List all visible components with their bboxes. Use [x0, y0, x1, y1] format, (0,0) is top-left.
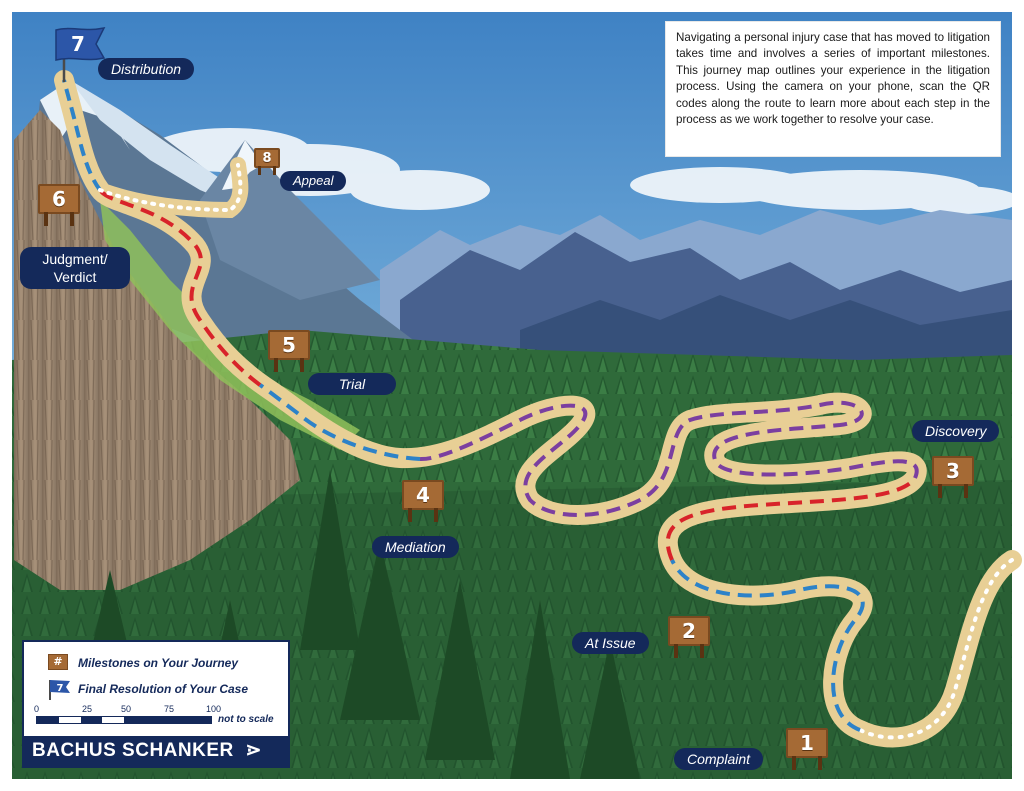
- milestone-sign-6: 6: [38, 184, 80, 228]
- scale-tick-50: 50: [121, 704, 132, 714]
- trail-segment-trial: [98, 188, 262, 387]
- sign-5-number: 5: [268, 330, 310, 360]
- milestone-sign-3: 3: [932, 456, 974, 500]
- clouds: [150, 128, 1020, 214]
- intro-callout: Navigating a personal injury case that h…: [666, 22, 1000, 156]
- brand-name: BACHUS SCHANKER: [32, 740, 234, 761]
- label-complaint: Complaint: [674, 748, 764, 770]
- milestone-sign-5: 5: [268, 330, 310, 374]
- label-mediation: Mediation: [372, 536, 459, 558]
- legend-flag-icon: 7: [49, 680, 70, 700]
- sign-2-number: 2: [668, 616, 710, 646]
- scale-tick-25: 25: [82, 704, 93, 714]
- label-distribution: Distribution: [98, 58, 195, 80]
- trail-segment-appeal: [98, 163, 243, 213]
- scale-note: not to scale: [218, 714, 274, 725]
- legend: # Milestones on Your Journey 7 Final Res…: [22, 640, 290, 768]
- intro-text: Navigating a personal injury case that h…: [676, 31, 990, 127]
- sign-3-number: 3: [932, 456, 974, 486]
- trail-segment-mediation: [258, 383, 421, 461]
- brand-bar: BACHUS SCHANKER ⋗: [24, 736, 288, 766]
- label-judgment-verdict: Judgment/ Verdict: [20, 247, 130, 289]
- trail-segment-discovery: [419, 400, 919, 517]
- trail-segment-start: [858, 558, 1014, 740]
- sign-8-number: 8: [254, 148, 280, 168]
- scale-tick-75: 75: [164, 704, 175, 714]
- scale-tick-100: 100: [206, 704, 222, 714]
- scale-bar: [36, 716, 212, 724]
- trail-segment-at-issue: [665, 476, 917, 561]
- milestone-sign-4: 4: [402, 480, 444, 524]
- milestone-sign-1: 1: [786, 728, 828, 772]
- label-trial: Trial: [308, 373, 396, 395]
- flag-7-number: 7: [71, 32, 85, 56]
- cliff: [14, 110, 300, 590]
- sign-6-number: 6: [38, 184, 80, 214]
- legend-resolution-label: Final Resolution of Your Case: [78, 682, 249, 696]
- label-judgment-line1: Judgment/: [42, 251, 108, 267]
- milestone-sign-8: 8: [254, 148, 280, 176]
- flag-7-icon: 7: [55, 26, 106, 82]
- scale-ticks: 0 25 50 75 100: [34, 704, 274, 716]
- legend-sign-icon: #: [48, 654, 68, 670]
- milestone-sign-2: 2: [668, 616, 710, 660]
- sign-4-number: 4: [402, 480, 444, 510]
- label-discovery: Discovery: [912, 420, 1000, 442]
- trail-segment-complaint: [670, 559, 865, 732]
- legend-milestones-label: Milestones on Your Journey: [78, 656, 239, 670]
- label-at-issue: At Issue: [572, 632, 649, 654]
- trail-segment-distribution: [62, 79, 102, 192]
- legend-flag-number: 7: [57, 683, 64, 694]
- label-judgment-line2: Verdict: [53, 269, 97, 285]
- sign-1-number: 1: [786, 728, 828, 758]
- label-appeal: Appeal: [280, 171, 347, 191]
- scale-tick-0: 0: [34, 704, 40, 714]
- brand-mark-icon: ⋗: [245, 740, 262, 761]
